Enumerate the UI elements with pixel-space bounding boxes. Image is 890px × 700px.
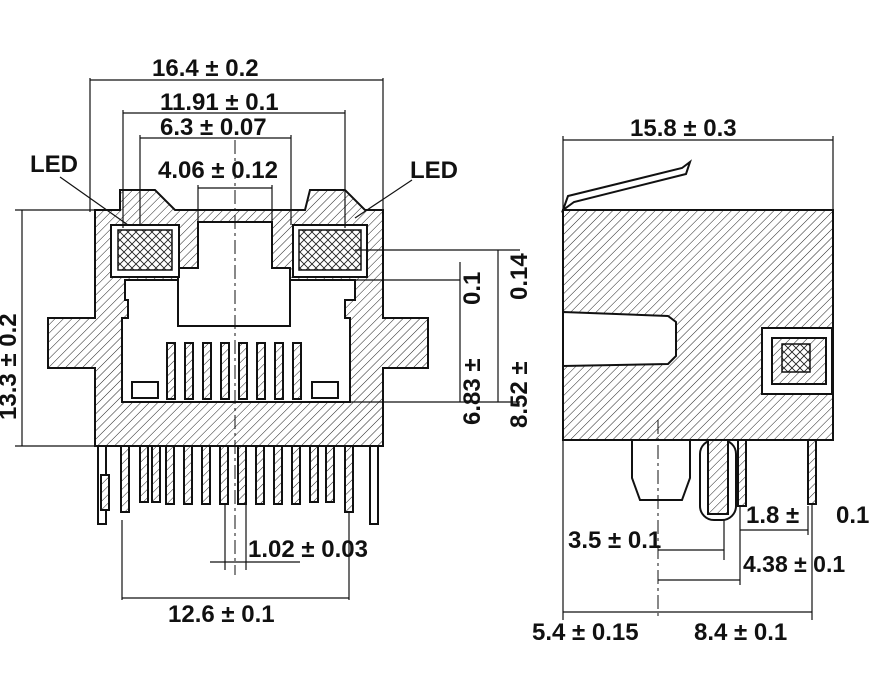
cavity-block-right (311, 381, 339, 399)
dim-rear: 8.4 ± 0.1 (694, 619, 787, 646)
label-led-left: LED (30, 151, 78, 178)
led-right-element (298, 229, 362, 271)
led-left-element (117, 229, 173, 271)
front-view: 16.4 ± 0.2 11.91 ± 0.1 6.3 ± 0.07 4.06 ±… (0, 55, 533, 628)
front-dimension-lines (15, 78, 520, 600)
dim-pin-row: 4.38 ± 0.1 (743, 551, 845, 577)
dim-width: 16.4 ± 0.2 (152, 55, 259, 82)
dim-contact-b: 8.52 ± (506, 361, 533, 428)
dim-height: 13.3 ± 0.2 (0, 313, 22, 420)
dim-led-span: 11.91 ± 0.1 (160, 89, 279, 116)
dim-peg: 3.5 ± 0.1 (568, 527, 661, 554)
dim-port-span: 6.3 ± 0.07 (160, 114, 267, 141)
dim-offset-a: 0.1 (459, 272, 486, 305)
side-dimension-lines (562, 136, 834, 620)
contact-fingers (166, 342, 302, 400)
latch-spring (560, 159, 692, 213)
cavity-block-left (131, 381, 159, 399)
side-pins (631, 439, 817, 521)
dim-front: 5.4 ± 0.15 (532, 619, 639, 646)
side-opening (562, 310, 677, 368)
side-led-element (781, 343, 811, 373)
dim-opening: 4.06 ± 0.12 (158, 157, 278, 184)
dim-pin-span: 12.6 ± 0.1 (168, 601, 275, 628)
dim-contact-a: 6.83 ± (459, 358, 486, 425)
dim-post: 1.8 ± (746, 502, 799, 529)
label-led-right: LED (410, 157, 458, 184)
dim-pitch: 1.02 ± 0.03 (248, 536, 368, 563)
dim-offset-b: 0.14 (506, 253, 533, 300)
side-view: 15.8 ± 0.3 1.8 ± 0.1 3.5 ± 0.1 4.38 ± 0.… (532, 115, 869, 646)
dim-depth: 15.8 ± 0.3 (630, 115, 737, 142)
dim-post-tol: 0.1 (836, 502, 869, 529)
front-pins (97, 445, 379, 525)
